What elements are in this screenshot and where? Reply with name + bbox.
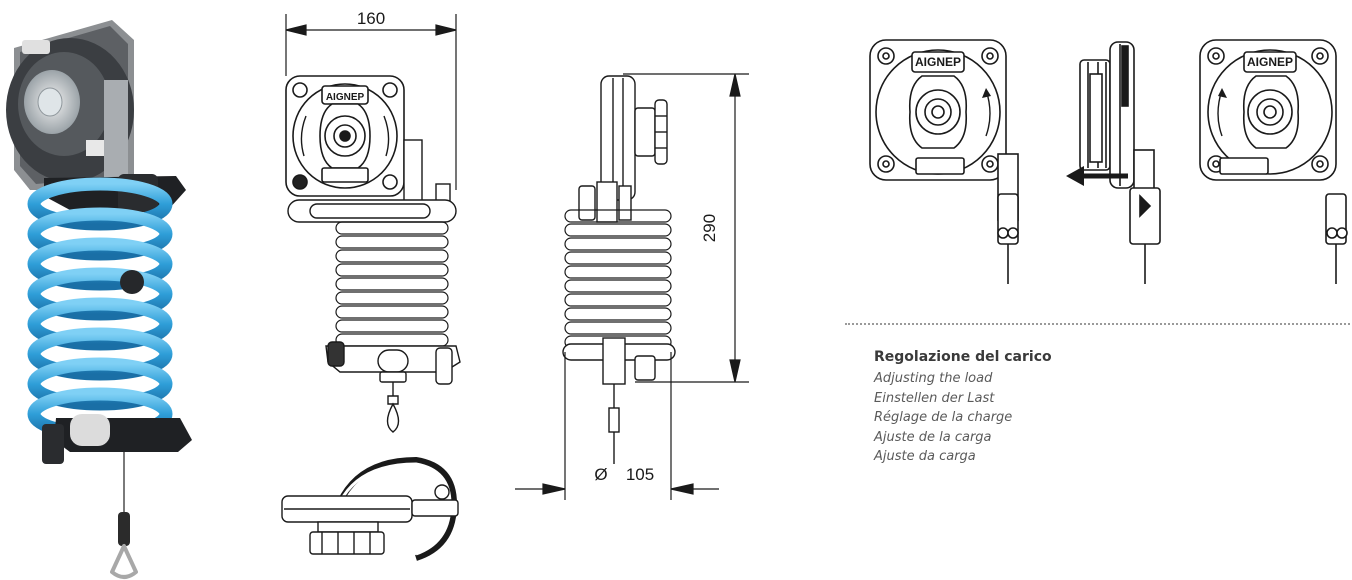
caption-translation-fr: Réglage de la charge <box>874 410 1013 425</box>
load-adjustment-drawing: AIGNEP AIGNEP <box>869 39 1348 284</box>
side-view-drawing: 290 <box>515 73 749 500</box>
width-dimension <box>285 14 457 190</box>
product-photo <box>6 20 192 579</box>
dotted-separator <box>845 323 1350 325</box>
top-view-drawing <box>281 456 459 561</box>
diameter-dimension <box>515 352 719 500</box>
diameter-label: 105 <box>626 465 654 484</box>
front-logo-text: AIGNEP <box>326 92 365 103</box>
caption-translation-pt: Ajuste da carga <box>874 449 976 464</box>
left-unit-logo-text: AIGNEP <box>915 55 961 69</box>
right-unit-logo-text: AIGNEP <box>1247 55 1293 69</box>
arrow-left-icon <box>1066 166 1128 186</box>
height-label: 290 <box>700 214 719 242</box>
caption-title: Regolazione del carico <box>874 349 1052 365</box>
width-label: 160 <box>357 9 385 28</box>
rotate-clockwise-icon <box>383 115 390 157</box>
diameter-symbol: Ø <box>594 465 607 484</box>
caption-translation-en: Adjusting the load <box>874 371 993 386</box>
front-view-drawing: 160 AIGNEP <box>285 9 461 433</box>
caption-translation-es: Ajuste de la carga <box>874 429 992 445</box>
caption-translation-de: Einstellen der Last <box>874 390 995 406</box>
height-dimension <box>623 73 749 383</box>
brand-label-icon <box>22 40 50 54</box>
load-adjustment-caption: Regolazione del carico Adjusting the loa… <box>874 348 1174 467</box>
rotate-counterclockwise-icon <box>300 115 307 157</box>
